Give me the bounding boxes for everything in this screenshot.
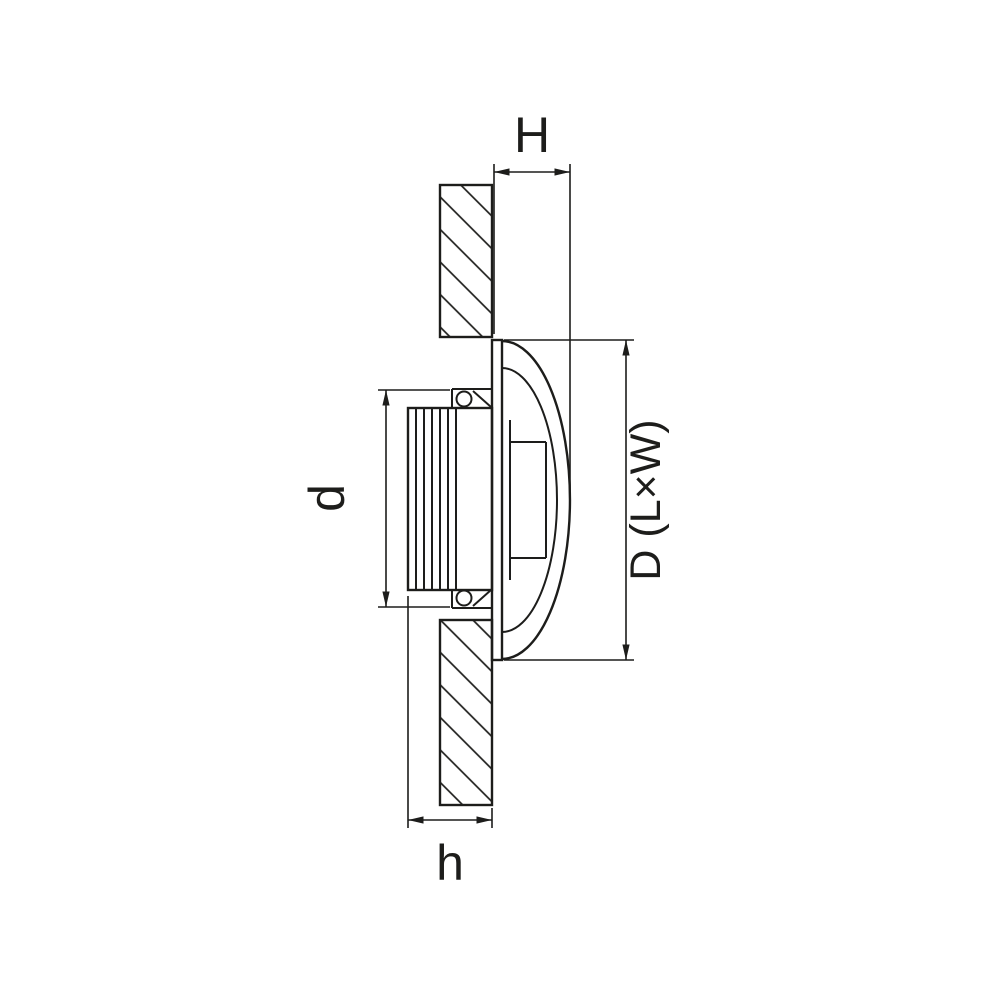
dome-inner-profile xyxy=(501,367,558,633)
dome-outer-profile xyxy=(501,339,572,661)
fixture xyxy=(406,338,572,662)
dimension-h: h xyxy=(407,596,493,891)
wall-section-top xyxy=(438,183,494,339)
dimension-label-d: d xyxy=(299,484,355,512)
dimension-label-H: H xyxy=(514,107,550,163)
dimension-d: d xyxy=(299,389,450,608)
body-fins xyxy=(415,408,457,590)
recessed-body xyxy=(406,406,494,592)
dimension-D: D (L×W) xyxy=(504,339,670,661)
dimensions: H d D (L×W) h xyxy=(299,107,670,891)
dimension-label-D: D (L×W) xyxy=(622,419,670,580)
body-outline xyxy=(406,406,494,592)
spring-clip-bottom xyxy=(451,589,492,609)
trim-flange xyxy=(490,338,504,662)
wall-section xyxy=(438,183,494,807)
lamp-housing xyxy=(509,420,547,580)
spring-clip-top xyxy=(451,388,492,408)
wall-section-bottom xyxy=(438,618,494,807)
dimension-H: H xyxy=(493,107,571,494)
dimension-label-h: h xyxy=(436,835,464,891)
